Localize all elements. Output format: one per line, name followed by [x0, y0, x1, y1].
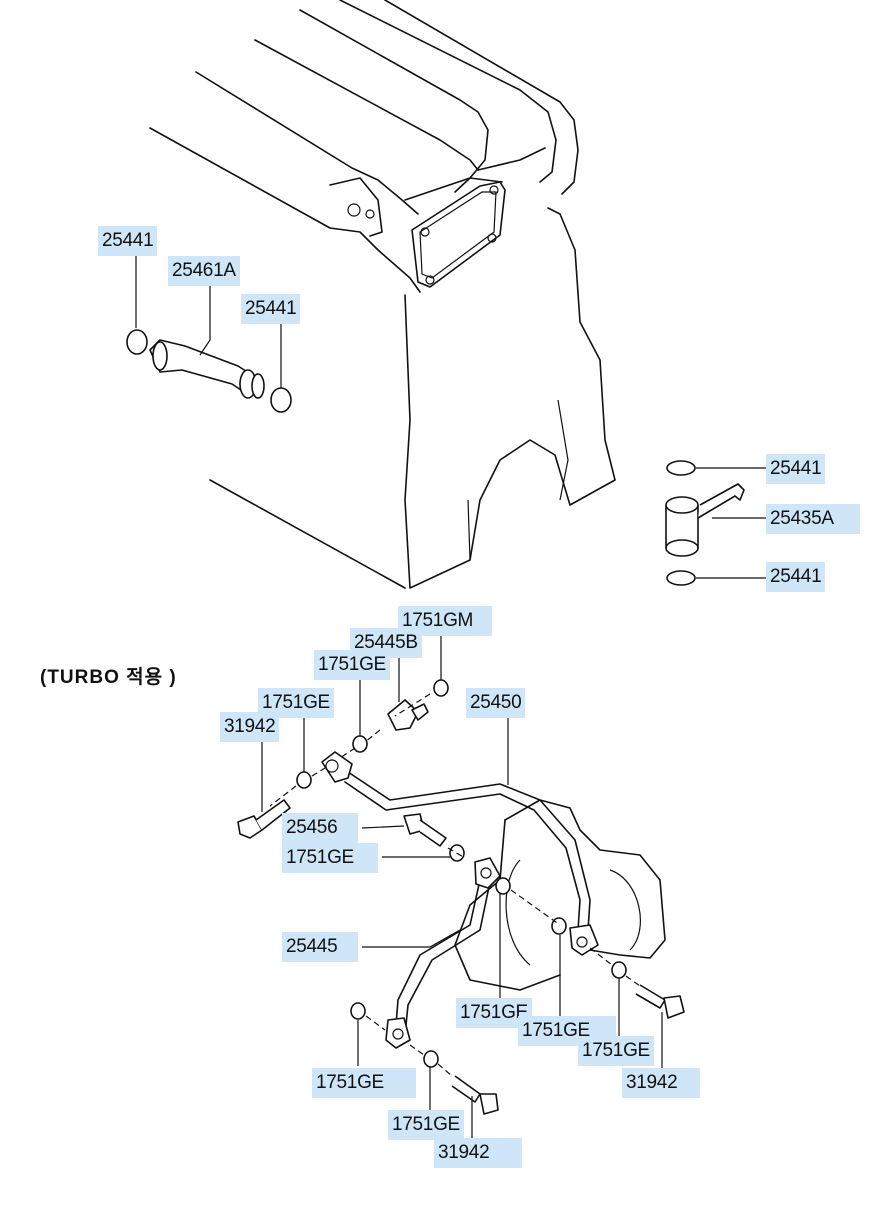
part-label-1751GE[interactable]: 1751GE	[282, 843, 378, 873]
part-label-1751GE[interactable]: 1751GE	[312, 1068, 416, 1098]
part-label-25456[interactable]: 25456	[282, 813, 358, 843]
part-label-1751GE[interactable]: 1751GE	[314, 650, 390, 680]
part-label-25441[interactable]: 25441	[98, 226, 158, 256]
fitting-25435A	[665, 460, 745, 586]
part-label-1751GE[interactable]: 1751GE	[456, 998, 532, 1028]
part-label-31942[interactable]: 31942	[434, 1138, 522, 1168]
turbo-application-note: (TURBO 적용 )	[40, 667, 177, 688]
engine-block	[149, 0, 616, 589]
part-label-25441[interactable]: 25441	[766, 454, 826, 484]
part-label-25461A[interactable]: 25461A	[168, 256, 240, 286]
fasteners	[237, 679, 685, 1115]
part-label-1751GM[interactable]: 1751GM	[398, 606, 492, 636]
part-label-25450[interactable]: 25450	[466, 688, 526, 718]
part-label-31942[interactable]: 31942	[622, 1068, 700, 1098]
part-label-25441[interactable]: 25441	[766, 562, 826, 592]
part-label-1751GE[interactable]: 1751GE	[578, 1036, 654, 1066]
part-label-25441[interactable]: 25441	[241, 294, 301, 324]
oil-return-pipe-25445	[385, 857, 501, 1049]
part-label-25445[interactable]: 25445	[282, 932, 358, 962]
part-label-25435A[interactable]: 25435A	[766, 504, 860, 534]
assembly-axes	[269, 693, 641, 1077]
oil-pipe-25461A	[126, 329, 292, 413]
part-label-1751GE[interactable]: 1751GE	[388, 1110, 464, 1140]
oil-feed-pipe-25450	[321, 751, 599, 956]
part-label-31942[interactable]: 31942	[220, 712, 280, 742]
leader-lines	[135, 254, 766, 1138]
